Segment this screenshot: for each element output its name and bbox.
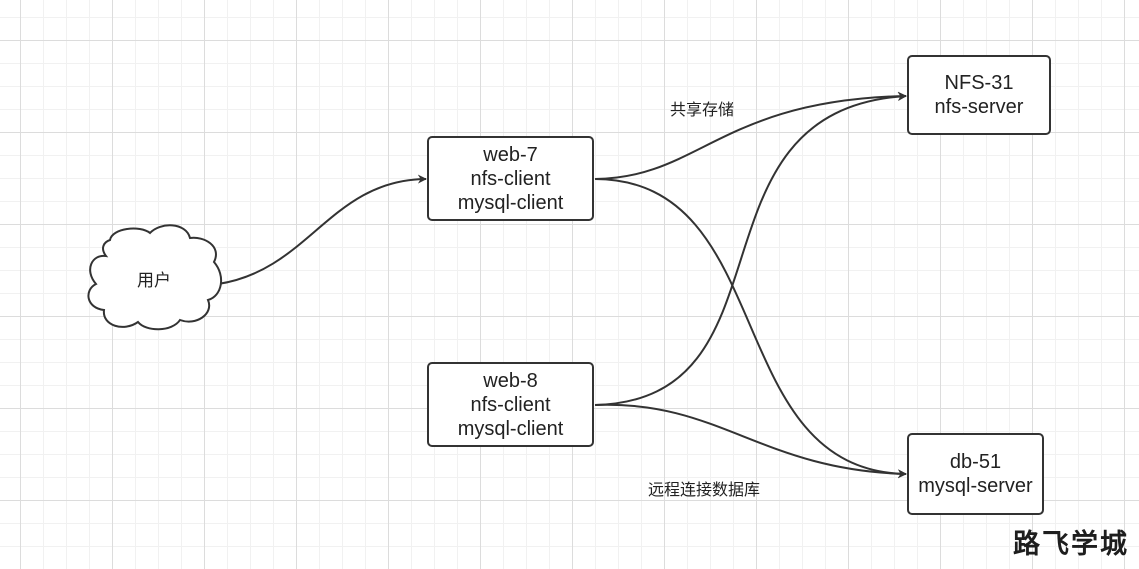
cloud-shape[interactable]	[87, 224, 223, 331]
nfs-31-node[interactable]: NFS-31 nfs-server	[907, 55, 1051, 135]
edge-user-to-web7[interactable]	[217, 174, 427, 285]
edge-web8-to-db51[interactable]	[594, 403, 907, 479]
node-line: mysql-client	[457, 191, 564, 214]
node-line: nfs-client	[470, 167, 551, 190]
node-line: mysql-client	[457, 417, 564, 440]
db-51-node[interactable]: db-51 mysql-server	[907, 433, 1044, 515]
node-line: nfs-server	[934, 96, 1024, 118]
edge-web7-to-db51[interactable]	[594, 178, 907, 479]
node-line: mysql-server	[918, 475, 1033, 497]
node-title: NFS-31	[944, 72, 1014, 94]
node-line: nfs-client	[470, 393, 551, 416]
watermark-logo: 路飞学城	[1013, 529, 1129, 560]
edge-label-shared-storage[interactable]: 共享存储	[670, 100, 735, 119]
node-title: web-8	[483, 369, 538, 392]
edge-web7-to-nfs31[interactable]	[594, 91, 907, 180]
web-7-node[interactable]: web-7 nfs-client mysql-client	[427, 136, 594, 221]
web-8-node[interactable]: web-8 nfs-client mysql-client	[427, 362, 594, 447]
node-title: db-51	[949, 451, 1002, 473]
edge-label-remote-db[interactable]: 远程连接数据库	[648, 480, 761, 499]
edge-web8-to-nfs31[interactable]	[594, 92, 907, 406]
node-title: web-7	[483, 143, 538, 166]
user-cloud-label: 用户	[137, 271, 171, 291]
